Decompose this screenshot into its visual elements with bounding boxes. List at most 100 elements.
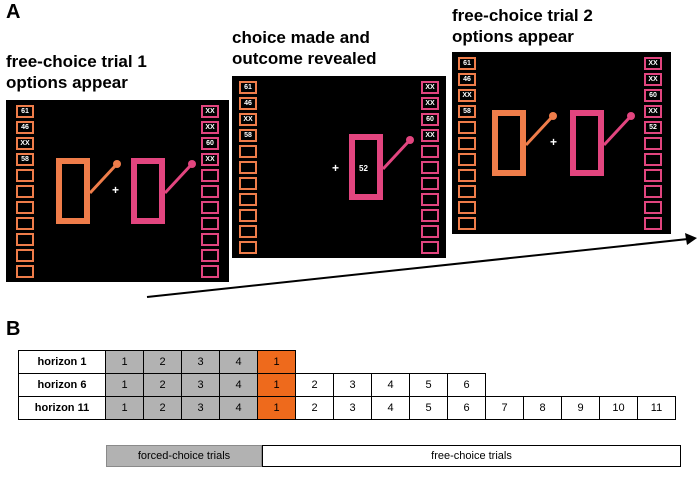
free-trial-cell: 9: [561, 396, 600, 420]
history-cell: XX: [421, 81, 439, 94]
history-cell: [16, 265, 34, 278]
history-cell: [201, 233, 219, 246]
forced-trial-cell: 4: [219, 350, 258, 374]
history-cell: XX: [644, 57, 662, 70]
table-row: horizon 6 1 2 3 4 1 2 3 4 5 6: [18, 373, 676, 397]
history-cell: [644, 185, 662, 198]
forced-trial-cell: 1: [105, 396, 144, 420]
right-bandit-lever: [602, 112, 635, 147]
chosen-bandit-lever: [381, 136, 414, 171]
history-cell: XX: [421, 129, 439, 142]
history-cell: [239, 193, 257, 206]
panel-b-label: B: [6, 318, 21, 340]
screen3-caption: free-choice trial 2 options appear: [452, 5, 593, 47]
screen1-caption-line2: options appear: [6, 73, 128, 92]
history-cell: [421, 193, 439, 206]
forced-trial-cell: 3: [181, 373, 220, 397]
screen2-caption-line1: choice made and: [232, 28, 370, 47]
left-history-column: 61 46 XX 58: [458, 57, 476, 230]
history-cell: [458, 137, 476, 150]
trial-screen-2: 61 46 XX 58 XX XX 60 XX + 52: [232, 76, 446, 258]
screen3-caption-line1: free-choice trial 2: [452, 6, 593, 25]
free-trial-cell: 6: [447, 396, 486, 420]
right-bandit[interactable]: [570, 110, 604, 176]
free-trial-cell: 11: [637, 396, 676, 420]
history-cell: [16, 249, 34, 262]
history-cell: [201, 201, 219, 214]
table-row: horizon 1 1 2 3 4 1: [18, 350, 676, 374]
row-label-horizon-11: horizon 11: [18, 396, 106, 420]
chosen-bandit[interactable]: [349, 134, 383, 200]
forced-trial-cell: 4: [219, 373, 258, 397]
left-history-column: 61 46 XX 58: [16, 105, 34, 278]
free-trial-cell: 5: [409, 373, 448, 397]
history-cell: [201, 265, 219, 278]
history-cell: [239, 145, 257, 158]
history-cell: XX: [201, 121, 219, 134]
history-cell: 60: [201, 137, 219, 150]
free-trial-cell: 4: [371, 396, 410, 420]
free-choice-footer: free-choice trials: [262, 445, 681, 467]
history-cell: [16, 233, 34, 246]
history-cell: 58: [16, 153, 34, 166]
screen3-caption-line2: options appear: [452, 27, 574, 46]
history-cell: 46: [16, 121, 34, 134]
history-cell: [421, 225, 439, 238]
history-cell: [644, 153, 662, 166]
forced-trial-cell: 3: [181, 350, 220, 374]
row-label-horizon-1: horizon 1: [18, 350, 106, 374]
forced-trial-cell: 2: [143, 396, 182, 420]
table-row: horizon 11 1 2 3 4 1 2 3 4 5 6 7 8 9 10 …: [18, 396, 676, 420]
history-cell: [239, 209, 257, 222]
left-bandit[interactable]: [492, 110, 526, 176]
history-cell: [201, 169, 219, 182]
forced-trial-cell: 1: [105, 350, 144, 374]
free-trial-cell: 5: [409, 396, 448, 420]
history-cell: XX: [201, 105, 219, 118]
history-cell: 58: [458, 105, 476, 118]
forced-choice-footer: forced-choice trials: [106, 445, 262, 467]
history-cell: [239, 241, 257, 254]
screen2-caption: choice made and outcome revealed: [232, 27, 377, 69]
first-free-trial-cell: 1: [257, 350, 296, 374]
right-bandit-lever: [163, 160, 196, 195]
left-bandit-lever: [88, 160, 121, 195]
history-cell: XX: [201, 153, 219, 166]
right-history-column: XX XX 60 XX 52: [644, 57, 662, 230]
history-cell: [421, 145, 439, 158]
right-bandit[interactable]: [131, 158, 165, 224]
history-cell: XX: [644, 105, 662, 118]
free-trial-cell: 8: [523, 396, 562, 420]
row-label-horizon-6: horizon 6: [18, 373, 106, 397]
left-bandit[interactable]: [56, 158, 90, 224]
outcome-value: 52: [359, 164, 368, 173]
free-trial-cell: 2: [295, 373, 334, 397]
trial-screen-3: 61 46 XX 58 XX XX 60 XX 52 +: [452, 52, 671, 234]
history-cell: [16, 217, 34, 230]
free-trial-cell: 10: [599, 396, 638, 420]
free-trial-cell: 7: [485, 396, 524, 420]
history-cell: [458, 121, 476, 134]
history-cell: [16, 201, 34, 214]
first-free-trial-cell: 1: [257, 396, 296, 420]
history-cell: [239, 177, 257, 190]
history-cell: [421, 161, 439, 174]
history-cell: 61: [239, 81, 257, 94]
history-cell: [458, 185, 476, 198]
forced-trial-cell: 2: [143, 373, 182, 397]
horizon-table: horizon 1 1 2 3 4 1 horizon 6 1 2 3 4 1 …: [18, 350, 676, 420]
forced-trial-cell: 3: [181, 396, 220, 420]
history-cell: [421, 177, 439, 190]
history-cell: XX: [458, 89, 476, 102]
history-cell: [458, 153, 476, 166]
free-trial-cell: 3: [333, 396, 372, 420]
history-cell: [458, 169, 476, 182]
trial-screen-1: 61 46 XX 58 XX XX 60 XX +: [6, 100, 229, 282]
free-trial-cell: 2: [295, 396, 334, 420]
forced-trial-cell: 2: [143, 350, 182, 374]
history-cell: [16, 169, 34, 182]
screen2-caption-line2: outcome revealed: [232, 49, 377, 68]
panel-a-label: A: [6, 1, 21, 23]
history-cell: [201, 249, 219, 262]
